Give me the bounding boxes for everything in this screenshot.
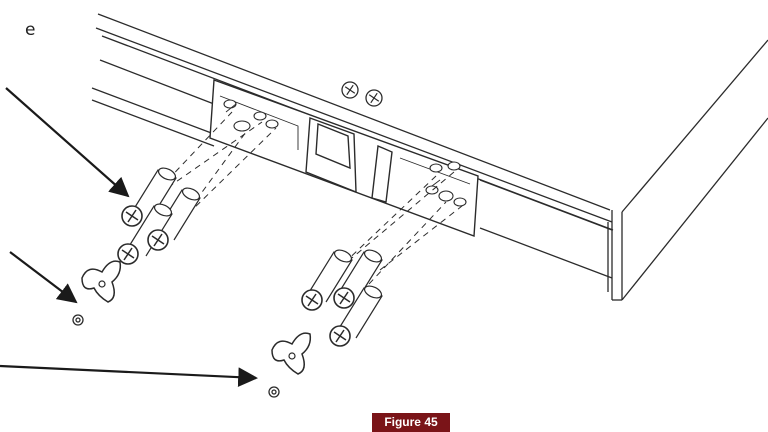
cut-off-text: e (25, 20, 36, 40)
device-chassis (91, 13, 768, 301)
wing-nut-right (271, 332, 312, 375)
small-nuts (72, 314, 280, 398)
mounting-bracket (209, 79, 479, 237)
arrow-to-wing-nut-right (0, 364, 258, 388)
arrow-to-screws (5, 87, 130, 198)
figure-caption: Figure 45 (372, 413, 450, 432)
wing-nut-left (81, 260, 122, 303)
arrow-to-wing-nut-left (9, 251, 78, 304)
callout-arrows (0, 87, 258, 388)
top-screws (341, 81, 383, 107)
bracket-holes (223, 99, 467, 207)
